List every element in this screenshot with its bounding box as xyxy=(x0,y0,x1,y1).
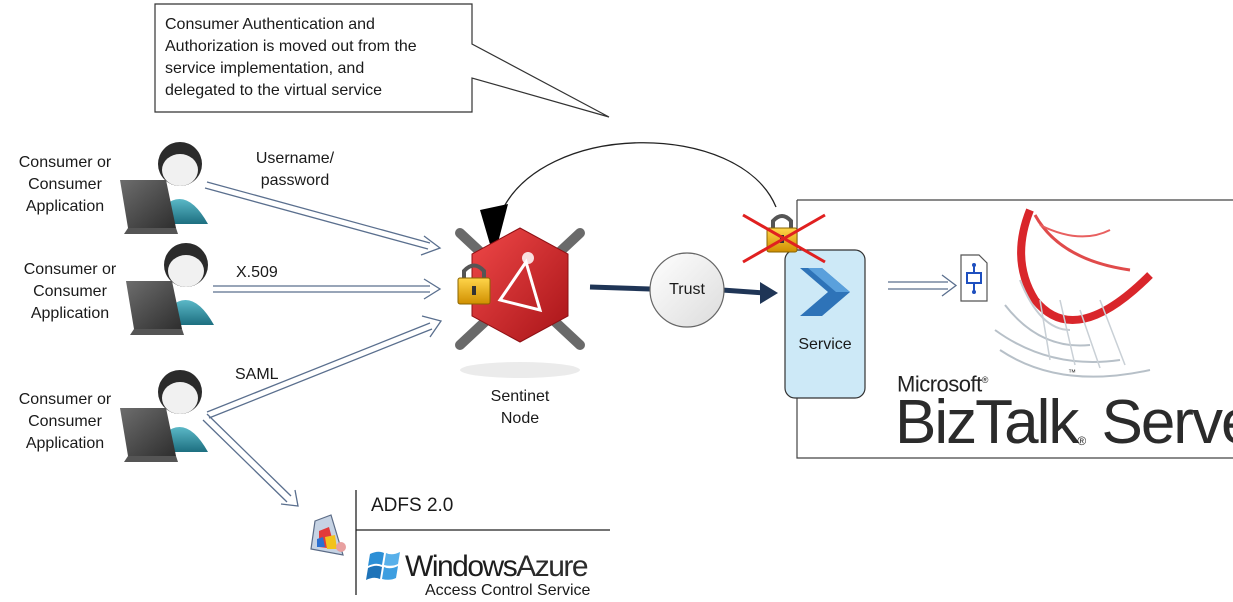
arrow-service-to-biztalk xyxy=(888,274,958,297)
consumer-icon-2 xyxy=(126,243,214,335)
access-control-service-label: Access Control Service xyxy=(425,582,591,599)
saml-label: SAML xyxy=(235,366,279,383)
delegation-curve-arrow xyxy=(480,142,777,258)
cross-out-icon xyxy=(742,213,826,264)
service-chevron-icon xyxy=(800,268,850,316)
consumer-label-2: Consumer or Consumer Application xyxy=(23,261,117,322)
username-password-label: Username/ password xyxy=(255,150,335,189)
service-box xyxy=(784,249,866,399)
callout-line: Consumer Authentication and xyxy=(165,16,375,33)
consumer-label-1: Consumer or Consumer Application xyxy=(18,154,112,215)
sentinet-node-icon xyxy=(455,227,585,378)
microsoft-label: Microsoft® xyxy=(897,371,988,397)
consumer-icon-3 xyxy=(120,370,208,462)
trust-circle xyxy=(649,252,725,328)
orchestration-document-icon xyxy=(960,254,988,302)
adfs-icon xyxy=(310,514,346,556)
biztalk-swirl-logo xyxy=(994,208,1153,378)
windows-flag-icon xyxy=(366,551,400,580)
consumer-icon-1 xyxy=(120,142,208,234)
callout-text: Consumer Authentication and Authorizatio… xyxy=(165,14,465,102)
arrow-username xyxy=(204,181,442,256)
biztalk-tm-mark: ™ xyxy=(1068,368,1076,377)
consumer-label-3: Consumer or Consumer Application xyxy=(18,391,112,452)
adfs-label: ADFS 2.0 xyxy=(371,495,454,516)
sentinet-lock-icon xyxy=(457,263,491,305)
callout-line: delegated to the virtual service xyxy=(165,82,383,99)
callout-box xyxy=(154,3,610,118)
callout-line: service implementation, and xyxy=(165,60,365,77)
arrow-saml-to-adfs xyxy=(202,413,299,507)
x509-label: X.509 xyxy=(236,264,278,281)
biztalk-server-title: BizTalk® Server xyxy=(895,388,1233,457)
arrow-x509 xyxy=(213,278,442,300)
trust-label: Trust xyxy=(669,281,705,298)
service-label: Service xyxy=(798,336,852,353)
windows-azure-logo-text: WindowsAzure xyxy=(405,550,589,583)
callout-line: Authorization is moved out from the xyxy=(165,38,417,55)
trust-arrow xyxy=(589,282,778,304)
sentinet-node-label: Sentinet Node xyxy=(490,388,550,427)
arrow-saml xyxy=(206,315,443,419)
